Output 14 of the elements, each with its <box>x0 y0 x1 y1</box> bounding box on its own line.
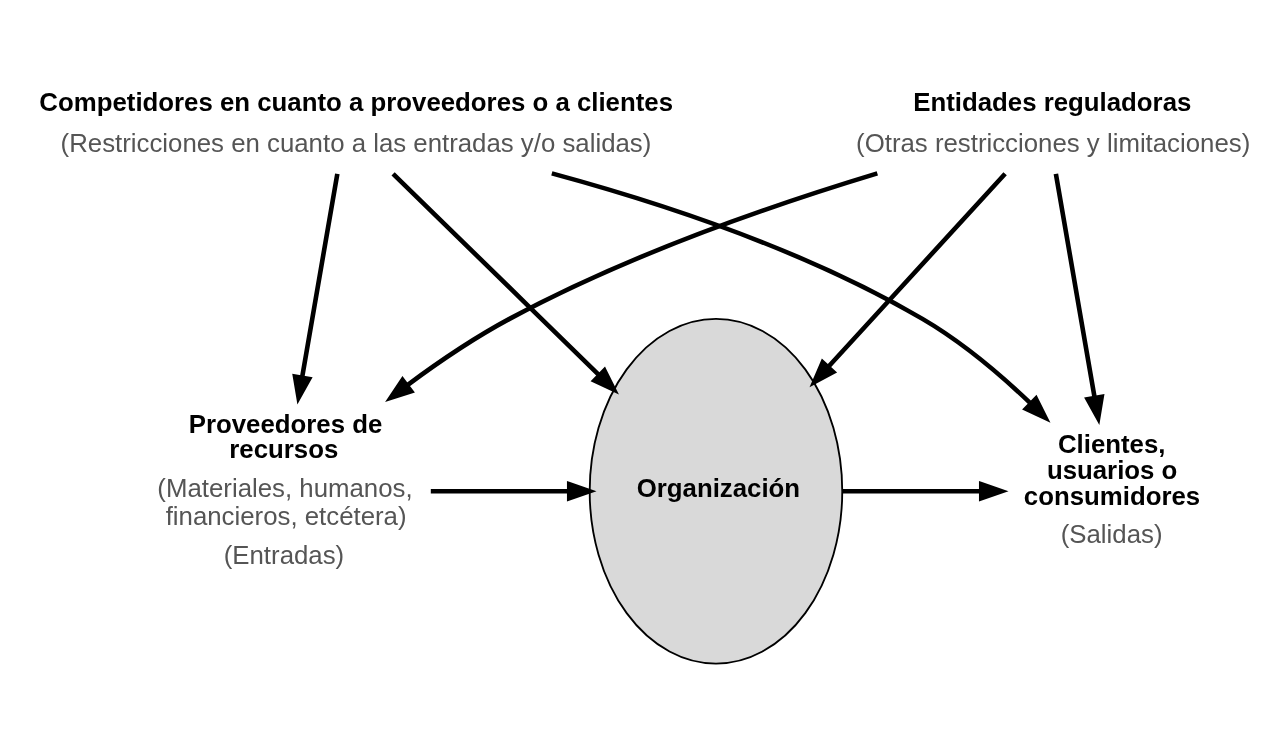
arrow <box>1053 172 1105 425</box>
node-text: Competidores en cuanto a proveedores o a clientes (Restricciones en cuanto a las entradas y/o salidas) <box>39 87 674 156</box>
arrow <box>809 171 1007 387</box>
arrow <box>292 172 340 405</box>
arrow <box>385 170 878 402</box>
node-text: Clientes, usuarios o consumidores <box>1023 429 1201 510</box>
arrow <box>551 170 1051 423</box>
node-text: Proveedores de recursos (Materiales, humanos, financieros, etcétera) <box>157 409 413 530</box>
node-label: (Entradas) <box>223 540 345 569</box>
arrow <box>842 480 1009 502</box>
node-label: (Salidas) <box>1060 519 1163 548</box>
arrow <box>391 171 619 395</box>
arrow <box>430 480 597 502</box>
node-text: Entidades reguladoras (Otras restricciones y limitaciones) <box>856 87 1251 156</box>
